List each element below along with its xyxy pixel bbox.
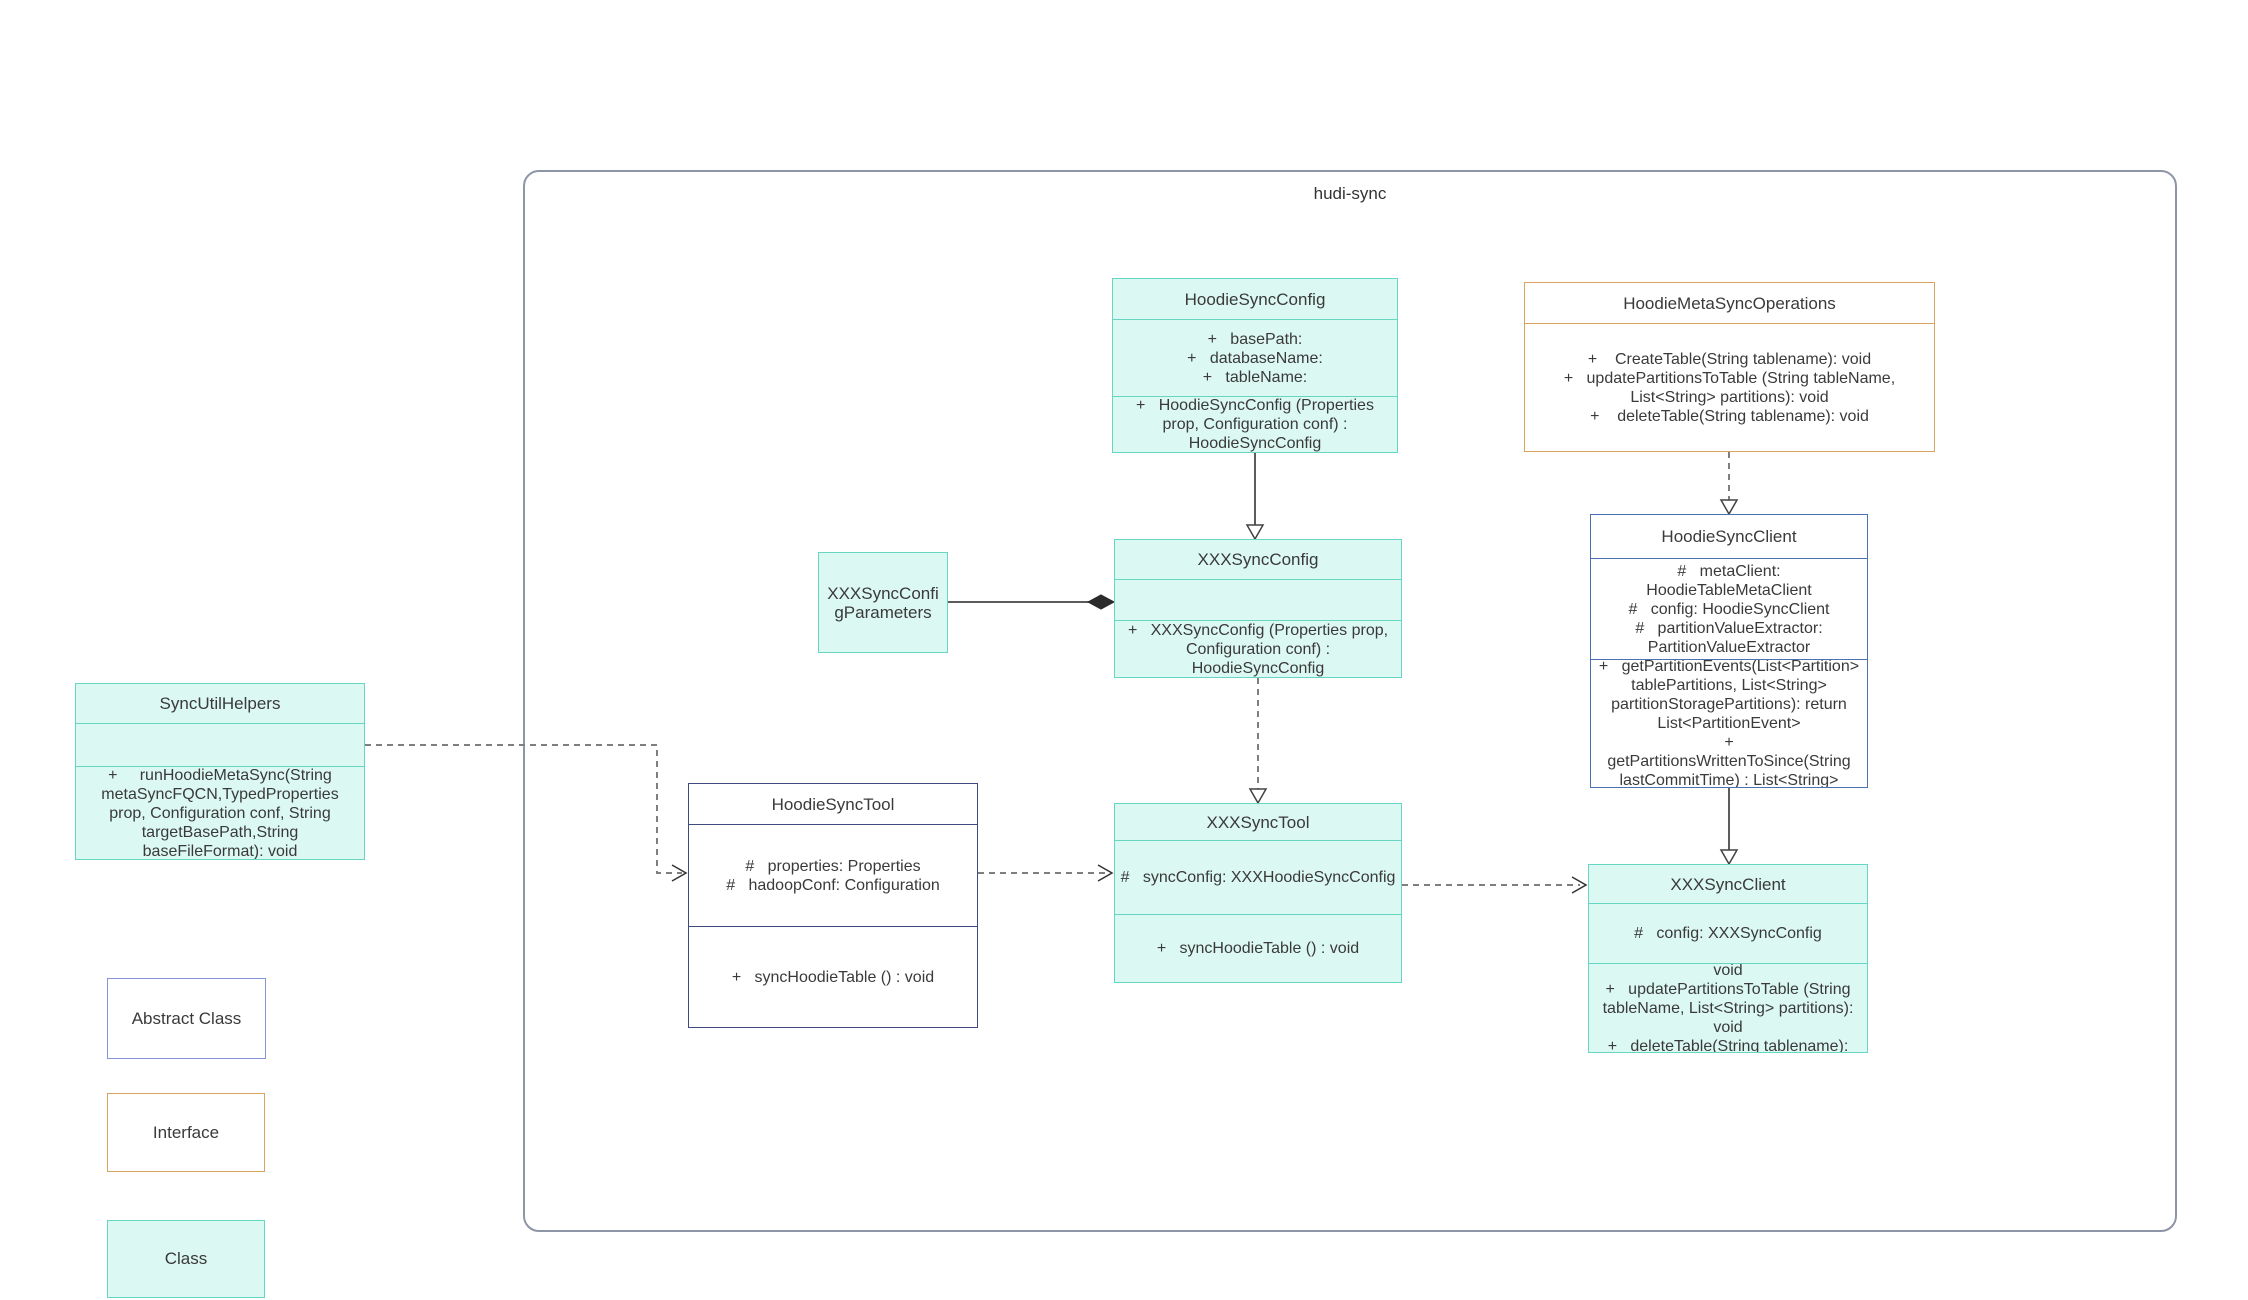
legend-interface-label: Interface [152, 1122, 220, 1142]
class-methods: + HoodieSyncConfig (Properties prop, Con… [1113, 396, 1397, 452]
legend-abstract-class: Abstract Class [107, 978, 266, 1059]
class-title: SyncUtilHelpers [159, 694, 281, 713]
class-xxx-sync-config-parameters: XXXSyncConfigParameters [818, 552, 948, 653]
class-title: HoodieSyncTool [771, 794, 895, 814]
abstract-class-hoodie-sync-client: HoodieSyncClient # metaClient: HoodieTab… [1590, 514, 1868, 788]
legend-abstract-class-label: Abstract Class [131, 1008, 242, 1028]
class-methods: + syncHoodieTable () : void [689, 926, 977, 1027]
class-xxx-sync-client: XXXSyncClient # config: XXXSyncConfig + … [1588, 864, 1868, 1053]
legend-class: Class [107, 1220, 265, 1298]
class-title: HoodieSyncConfig [1184, 289, 1326, 309]
class-title: XXXSyncClient [1670, 874, 1786, 894]
interface-hoodie-meta-sync-operations: HoodieMetaSyncOperations + CreateTable(S… [1524, 282, 1935, 452]
class-title: XXXSyncTool [1206, 812, 1310, 832]
abstract-class-hoodie-sync-tool: HoodieSyncTool # properties: Properties … [688, 783, 978, 1028]
hudi-sync-container: hudi-sync [523, 170, 2177, 1232]
class-attributes [1115, 579, 1401, 620]
class-methods: + runHoodieMetaSync(String metaSyncFQCN,… [76, 766, 364, 859]
class-title: HoodieMetaSyncOperations [1623, 293, 1836, 313]
class-attributes: # metaClient: HoodieTableMetaClient # co… [1591, 558, 1867, 659]
class-sync-util-helpers: SyncUtilHelpers + runHoodieMetaSync(Stri… [75, 683, 365, 860]
class-title: HoodieSyncClient [1661, 527, 1797, 546]
legend-interface: Interface [107, 1093, 265, 1172]
class-title: XXXSyncConfig [1197, 550, 1319, 569]
class-attributes: # config: XXXSyncConfig [1589, 903, 1867, 963]
class-xxx-sync-config: XXXSyncConfig + XXXSyncConfig (Propertie… [1114, 539, 1402, 678]
class-methods: + CreateTable(String tablename): void + … [1525, 323, 1934, 451]
hudi-sync-label: hudi-sync [1313, 184, 1387, 203]
class-xxx-sync-tool: XXXSyncTool # syncConfig: XXXHoodieSyncC… [1114, 803, 1402, 983]
class-methods: + CreateTable(String tablename): void + … [1589, 963, 1867, 1052]
class-attributes: # properties: Properties # hadoopConf: C… [689, 824, 977, 926]
class-methods: + XXXSyncConfig (Properties prop, Config… [1115, 620, 1401, 677]
class-methods: + getPartitionEvents(List<Partition> tab… [1591, 659, 1867, 787]
class-hoodie-sync-config: HoodieSyncConfig + basePath: + databaseN… [1112, 278, 1398, 453]
legend-class-label: Class [164, 1249, 208, 1268]
class-title: XXXSyncConfigParameters [827, 583, 939, 622]
class-methods: + syncHoodieTable () : void [1115, 914, 1401, 982]
class-attributes: # syncConfig: XXXHoodieSyncConfig [1115, 840, 1401, 914]
class-attributes [76, 723, 364, 766]
class-attributes: + basePath: + databaseName: + tableName: [1113, 319, 1397, 396]
